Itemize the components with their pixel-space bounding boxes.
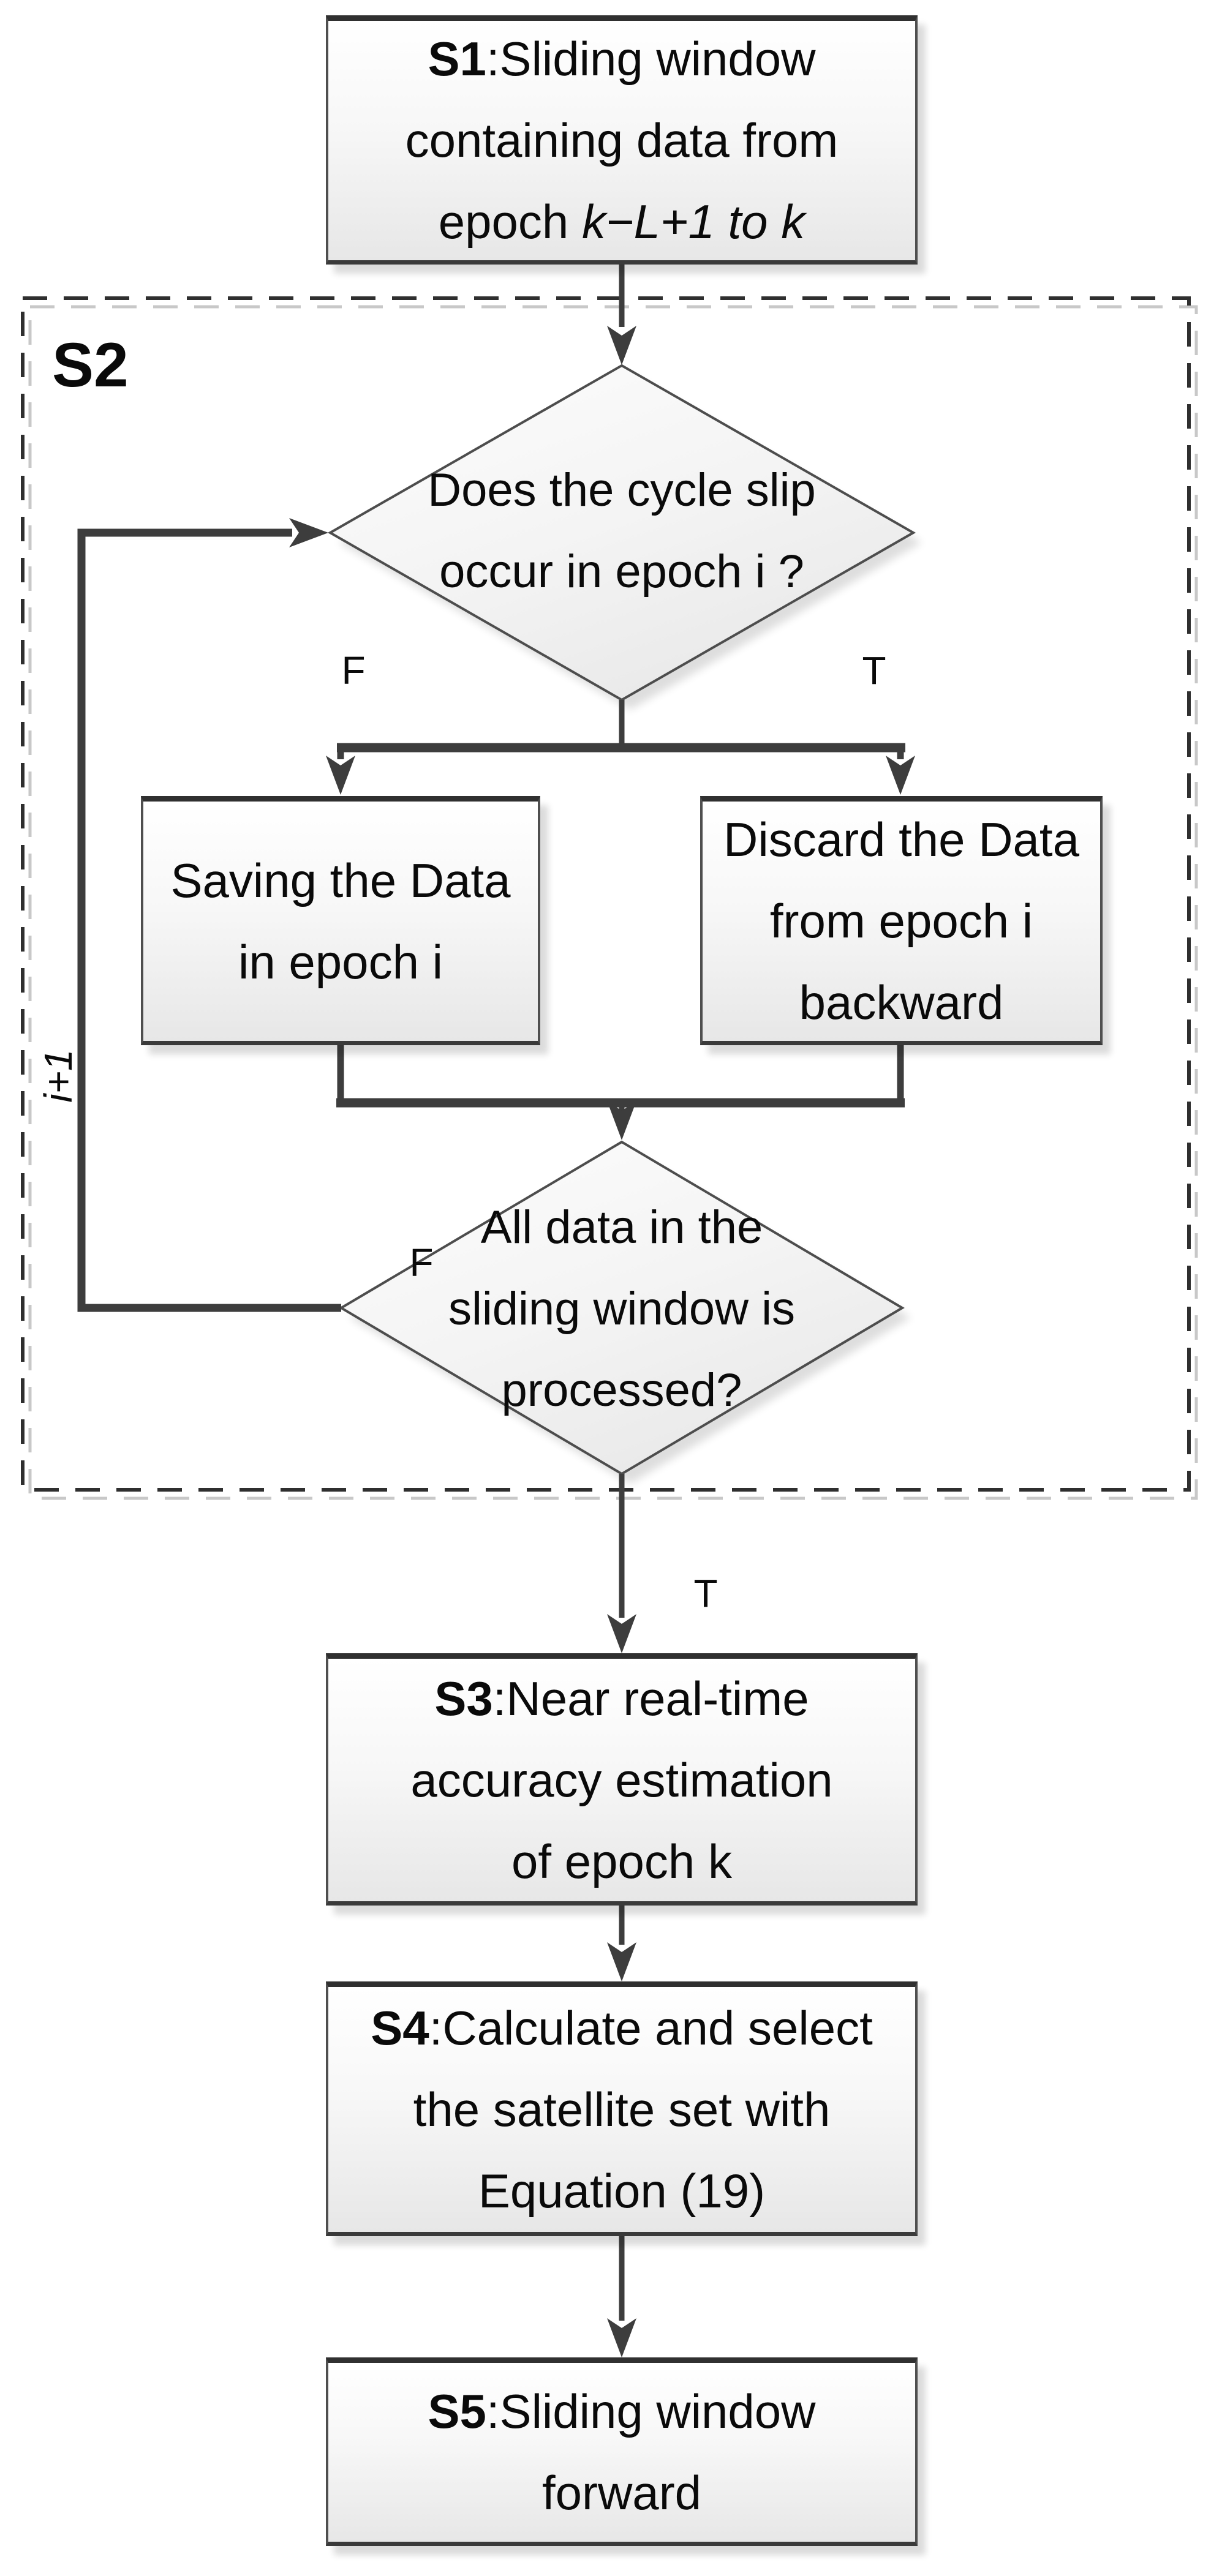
box-line: Discard the Data [723, 813, 1079, 866]
step-id: S3 [434, 1671, 493, 1725]
branch-label-false-1: F [341, 648, 366, 693]
box-line: accuracy estimation [410, 1752, 833, 1807]
box-line: S5:Sliding window [428, 2371, 815, 2452]
box-line: the satellite set with [413, 2082, 831, 2136]
process-box-s3: S3:Near real-time accuracy estimation of… [326, 1653, 918, 1906]
step-text: :Calculate and select [429, 2000, 873, 2055]
loop-increment-label: i+1 [36, 1049, 80, 1103]
decision-line: All data in the [480, 1201, 763, 1253]
arrowhead-into-discard-box [886, 756, 915, 795]
s2-region-label: S2 [52, 330, 129, 400]
process-box-s1: S1:Sliding window containing data from e… [326, 15, 918, 265]
step-id: S4 [371, 2000, 429, 2055]
loop-back-connector [77, 528, 341, 1312]
box-line: containing data from [405, 113, 839, 167]
decision-line: occur in epoch i ? [439, 546, 804, 598]
process-box-discard: Discard the Data from epoch i backward [700, 796, 1103, 1045]
arrowhead-into-decision2 [607, 1101, 636, 1140]
s2-region-border [21, 296, 1191, 1492]
step-text: :Near real-time [492, 1671, 809, 1725]
branch-label-false-2: F [409, 1241, 434, 1285]
s2-region-border-shadow [28, 305, 1198, 1500]
decision2-text: All data in the sliding window is proces… [315, 1187, 928, 1431]
arrowhead-into-save-box [326, 756, 355, 795]
formula-text: k−L+1 to k [581, 195, 805, 249]
box-line: Saving the Data [170, 853, 511, 907]
arrowhead-into-decision1 [607, 326, 636, 365]
step-id: S5 [428, 2384, 486, 2438]
step-text: :Sliding window [486, 2384, 816, 2438]
branch-label-true-1: T [862, 648, 886, 693]
box-line: backward [799, 975, 1004, 1029]
box-line: S3:Near real-time [434, 1658, 809, 1740]
step-id: S1 [428, 32, 486, 86]
step-text: :Sliding window [486, 32, 816, 86]
process-box-s4: S4:Calculate and select the satellite se… [326, 1981, 918, 2236]
process-box-save: Saving the Data in epoch i [141, 796, 540, 1045]
box-line: of epoch k [511, 1834, 732, 1888]
box-line: Equation (19) [478, 2163, 766, 2218]
box-line: epoch k−L+1 to k [439, 181, 805, 263]
box-line: forward [541, 2466, 702, 2520]
arrowhead-loop-into-decision1 [289, 518, 328, 547]
box-line: from epoch i [769, 894, 1033, 948]
arrowhead-into-s3 [607, 1614, 636, 1653]
process-box-s5: S5:Sliding window forward [326, 2357, 918, 2546]
decision1-text: Does the cycle slip occur in epoch i ? [315, 449, 928, 612]
branch-label-true-2: T [693, 1571, 718, 1615]
box-line: in epoch i [238, 934, 443, 989]
box-line: S1:Sliding window [428, 18, 815, 100]
arrowhead-into-s5 [607, 2318, 636, 2357]
decision-line: Does the cycle slip [428, 464, 816, 516]
decision-line: sliding window is [448, 1283, 796, 1335]
decision-line: processed? [501, 1364, 742, 1416]
arrowhead-into-s4 [607, 1942, 636, 1981]
box-line: S4:Calculate and select [371, 1988, 873, 2069]
step-text: epoch [438, 195, 582, 249]
